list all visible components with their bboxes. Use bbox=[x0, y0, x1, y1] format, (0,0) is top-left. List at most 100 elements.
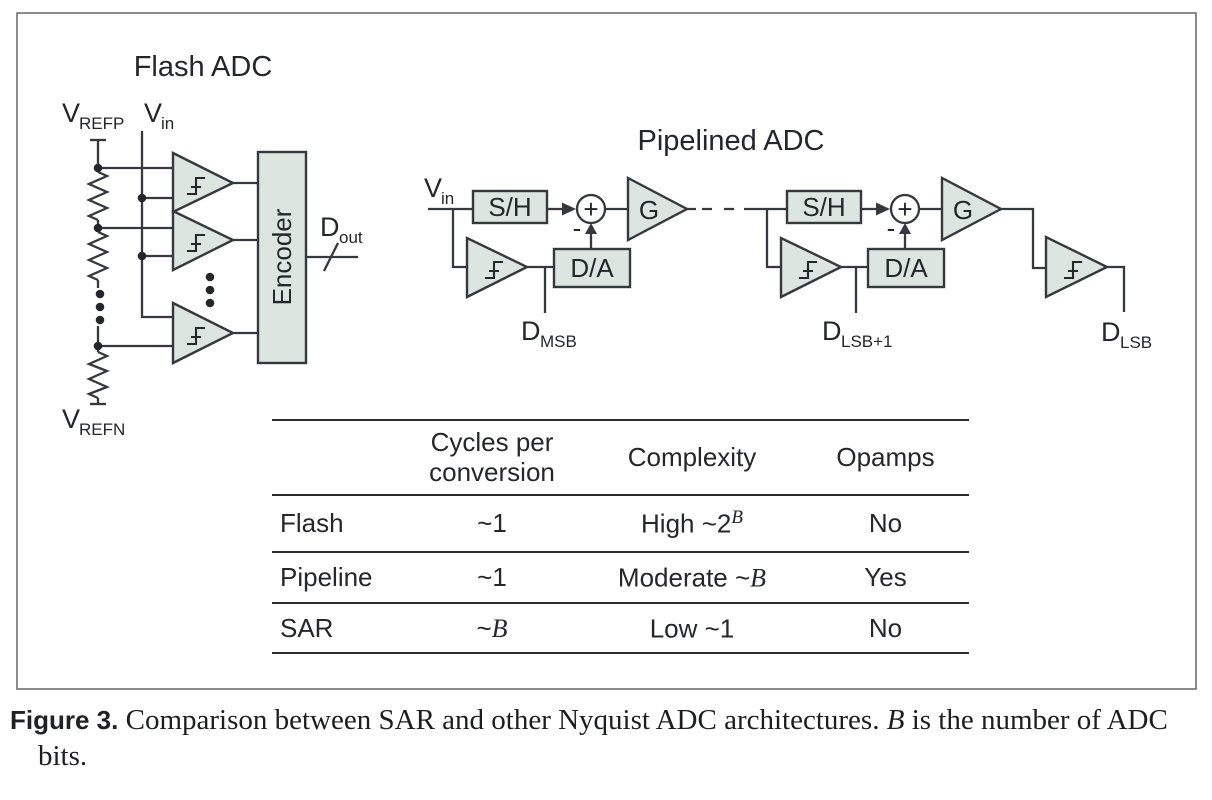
row-label: Pipeline bbox=[280, 562, 373, 592]
flash-adc-diagram: Flash ADC V REFP V in bbox=[62, 51, 363, 439]
table-row-flash: Flash ~1 High ~2B No bbox=[272, 494, 969, 551]
arrowhead bbox=[876, 202, 890, 216]
cycles-cell: ~B bbox=[402, 613, 582, 644]
complexity-value-italic: B bbox=[750, 563, 767, 593]
hysteresis-icon bbox=[187, 233, 205, 253]
dout-subscript: out bbox=[339, 228, 363, 247]
header-cycles-text: Cycles per conversion bbox=[429, 427, 555, 487]
bus-slash bbox=[322, 242, 340, 272]
sample-hold-block-1 bbox=[471, 189, 549, 225]
cycles-cell: ~1 bbox=[402, 508, 582, 539]
sub-comparator-3 bbox=[1044, 235, 1110, 299]
junction-dot bbox=[137, 251, 147, 261]
complexity-value: Low ~1 bbox=[649, 613, 735, 644]
encoder-label: Encoder bbox=[267, 208, 297, 305]
dlsb-subscript: LSB bbox=[1120, 333, 1152, 352]
dac-block-2 bbox=[866, 247, 946, 289]
dmsb-subscript: MSB bbox=[540, 332, 577, 351]
sample-hold-label-1: S/H bbox=[488, 192, 531, 222]
complexity-cell: High ~2B bbox=[582, 507, 802, 540]
complexity-cell: Low ~1 bbox=[582, 612, 802, 645]
minus-sign-1: - bbox=[573, 213, 582, 243]
opamps-cell: No bbox=[868, 612, 903, 643]
dlsb1-label: D bbox=[822, 316, 842, 346]
row-label: SAR bbox=[280, 612, 334, 643]
arrowhead-up bbox=[585, 223, 597, 234]
caption-text: is the number of ADC bits. bbox=[38, 704, 1168, 772]
hysteresis-icon bbox=[187, 326, 205, 346]
plus-sign-2: + bbox=[897, 194, 912, 224]
comparator-2 bbox=[171, 209, 236, 272]
complexity-value: Moderate ~ bbox=[617, 562, 751, 593]
sub-comparator-1 bbox=[465, 236, 530, 299]
comparator-ellipsis-dot bbox=[205, 272, 215, 282]
dac-label-1: D/A bbox=[570, 253, 614, 283]
table-row-sar: SAR ~B Low ~1 No bbox=[272, 602, 969, 652]
dlsb1-subscript: LSB+1 bbox=[841, 332, 893, 351]
ladder-ellipsis-dot bbox=[95, 315, 105, 325]
arrowhead bbox=[562, 202, 576, 216]
comparator-ellipsis-dot bbox=[205, 298, 215, 308]
branch-wire bbox=[451, 209, 467, 269]
dac-label-2: D/A bbox=[884, 253, 928, 283]
branch-wire bbox=[765, 209, 781, 269]
header-cycles: Cycles per conversion bbox=[402, 427, 582, 488]
opamps-cell: No bbox=[868, 508, 903, 538]
ladder-ellipsis-dot bbox=[95, 302, 105, 312]
comparison-table: Cycles per conversion Complexity Opamps … bbox=[272, 419, 969, 654]
junction-dot bbox=[93, 223, 103, 233]
vrefn-label: V bbox=[62, 404, 80, 434]
hysteresis-icon bbox=[187, 176, 205, 196]
junction-dot bbox=[93, 341, 103, 351]
pipelined-adc-diagram: Pipelined ADC V in S/H + - G D/A D MSB S… bbox=[424, 125, 1152, 352]
gain-block-2 bbox=[940, 176, 1004, 242]
minus-sign-2: - bbox=[887, 213, 896, 243]
final-stage-wire bbox=[1001, 207, 1046, 270]
pipelined-adc-title: Pipelined ADC bbox=[638, 125, 825, 157]
hysteresis-icon bbox=[799, 260, 817, 280]
dmsb-label: D bbox=[521, 316, 541, 346]
complexity-value: High ~2 bbox=[641, 508, 732, 539]
cycles-value: ~1 bbox=[477, 508, 507, 538]
arrowhead-up bbox=[899, 223, 911, 234]
header-complexity: Complexity bbox=[627, 442, 757, 472]
vrefn-subscript: REFN bbox=[79, 420, 125, 439]
comparator-1 bbox=[171, 151, 236, 214]
sub-comparator-2 bbox=[779, 236, 844, 299]
hysteresis-icon bbox=[485, 260, 503, 280]
pipeline-vin-label: V bbox=[424, 173, 442, 203]
cycles-value-italic: B bbox=[491, 613, 508, 643]
flash-vin-subscript: in bbox=[161, 114, 174, 133]
row-label: Flash bbox=[280, 508, 344, 538]
comparator-ellipsis-dot bbox=[205, 285, 215, 295]
ladder-ellipsis-dot bbox=[95, 289, 105, 299]
dlsb-label: D bbox=[1101, 317, 1121, 347]
sample-hold-label-2: S/H bbox=[802, 192, 845, 222]
hysteresis-icon bbox=[1064, 260, 1082, 280]
flash-vin-wire bbox=[140, 131, 173, 319]
flash-vin-label: V bbox=[144, 98, 162, 128]
cycles-cell: ~1 bbox=[402, 562, 582, 593]
junction-dot bbox=[93, 163, 103, 173]
figure-caption-label: Figure 3. bbox=[10, 705, 119, 735]
gain-label-2: G bbox=[953, 195, 973, 225]
dout-label: D bbox=[320, 212, 340, 242]
resistor-1 bbox=[86, 170, 110, 222]
header-opamps: Opamps bbox=[836, 442, 935, 472]
resistor-3 bbox=[86, 350, 110, 400]
vrefp-label: V bbox=[62, 98, 80, 128]
table-row-pipeline: Pipeline ~1 Moderate ~B Yes bbox=[272, 551, 969, 602]
encoder-block bbox=[256, 150, 308, 365]
cycles-value: ~1 bbox=[477, 562, 507, 592]
figure-border bbox=[16, 12, 1197, 690]
gain-block-1 bbox=[626, 176, 690, 242]
caption-b-symbol: B bbox=[886, 704, 905, 736]
vrefp-subscript: REFP bbox=[79, 114, 124, 133]
figure-caption: Figure 3. Comparison between SAR and oth… bbox=[10, 702, 1212, 774]
caption-text: Comparison between SAR and other Nyquist… bbox=[118, 704, 887, 736]
table-header-row: Cycles per conversion Complexity Opamps bbox=[272, 421, 969, 494]
pipeline-vin-subscript: in bbox=[441, 189, 454, 208]
comparator-3 bbox=[171, 301, 236, 365]
